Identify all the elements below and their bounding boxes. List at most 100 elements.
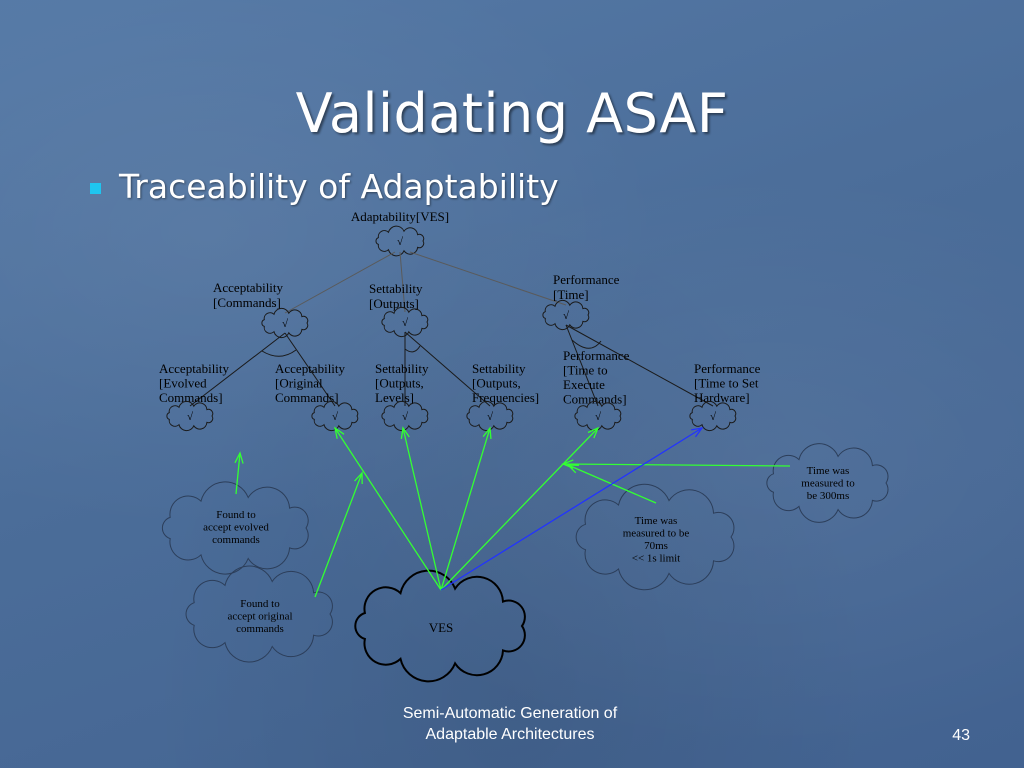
and-arc-performance (571, 339, 602, 349)
node-acceptability-commands-label-line-2: [Commands] (213, 295, 281, 310)
arrow-ves-to-levels (402, 427, 442, 591)
node-acceptability-evolved-check: √ (187, 411, 194, 423)
bullet-item: Traceability of Adaptability (90, 164, 559, 208)
evidence-evidence-300ms-cloud (766, 443, 889, 523)
evidence-evidence-evolved-cloud (161, 481, 309, 575)
node-performance-execute-label-line-3: Execute (563, 377, 605, 392)
node-acceptability-evolved-label-line-1: Acceptability (159, 361, 230, 376)
arrow-ves-to-frequencies-head (482, 426, 492, 440)
node-performance-hardware-check: √ (710, 411, 717, 423)
page-number: 43 (952, 727, 970, 744)
slide-title: Validating ASAF (295, 82, 729, 145)
evidence-evidence-70ms-label-line-2: measured to be (623, 528, 690, 540)
arrow-ves-to-hardware-head (691, 427, 704, 438)
node-performance-time-label-line-2: [Time] (553, 287, 589, 302)
node-settability-levels-label-line-2: [Outputs, (375, 376, 424, 391)
node-acceptability-original-label-line-2: [Original (275, 376, 323, 391)
root-cloud (375, 225, 425, 257)
node-performance-execute-label-line-4: Commands] (563, 392, 627, 407)
node-performance-hardware-cloud (689, 400, 737, 432)
node-acceptability-original-cloud (311, 400, 359, 432)
evidence-evidence-evolved-label-line-1: Found to (216, 509, 256, 521)
node-settability-levels-check: √ (402, 411, 409, 423)
ves-cloud (354, 569, 526, 683)
arrow-ves-to-levels-head (400, 426, 410, 439)
node-acceptability-original-label-line-3: Commands] (275, 390, 339, 405)
evidence-evidence-original-cloud (185, 565, 333, 663)
arrow-original-to-node (314, 472, 363, 598)
node-settability-outputs-label-line-2: [Outputs] (369, 296, 419, 311)
arrow-ves-to-original (334, 427, 442, 591)
footer-line-2: Adaptable Architectures (425, 726, 595, 743)
and-arc-settability (404, 345, 421, 353)
ves-label: VES (429, 620, 454, 635)
evidence-evidence-300ms-label-line-1: Time was (807, 465, 850, 477)
arrow-evolved-to-node (235, 452, 241, 495)
node-acceptability-commands-label-line-1: Acceptability (213, 280, 284, 295)
bullet-square-icon (90, 182, 101, 194)
node-performance-hardware-label-line-1: Performance (694, 361, 761, 376)
node-performance-execute-label-line-2: [Time to (563, 363, 608, 378)
evidence-evidence-300ms-label-line-2: measured to (801, 478, 855, 490)
arrow-ves-to-frequencies (440, 427, 491, 591)
arrow-evolved-to-node-head (234, 451, 244, 464)
node-settability-levels-label-line-3: Levels] (375, 390, 414, 405)
edge-acc-evolved (189, 332, 286, 407)
node-acceptability-commands-check: √ (282, 318, 289, 330)
edge-acc-original (284, 332, 336, 407)
arrow-ves-to-execute (440, 427, 599, 591)
node-performance-time-check: √ (563, 310, 570, 322)
arrow-ves-to-execute-head (587, 426, 600, 439)
edge-root-settability (399, 251, 406, 313)
arrow-original-to-node-head (354, 471, 363, 485)
arrow-ves-to-original-head (334, 426, 345, 439)
node-performance-hardware-label-line-2: [Time to Set (694, 376, 759, 391)
evidence-evidence-original-label-line-2: accept original (227, 611, 292, 623)
node-settability-frequencies-cloud (466, 400, 514, 432)
node-settability-frequencies-label-line-2: [Outputs, (472, 376, 521, 391)
node-performance-execute-cloud (574, 400, 622, 432)
node-settability-outputs-check: √ (402, 317, 409, 329)
evidence-evidence-300ms-label-line-3: be 300ms (807, 490, 849, 502)
node-acceptability-original-check: √ (332, 411, 339, 423)
node-acceptability-commands-cloud (261, 307, 309, 339)
evidence-evidence-original-label-line-3: commands (236, 623, 284, 635)
node-settability-levels-label-line-1: Settability (375, 361, 429, 376)
edge-root-performance (409, 251, 567, 306)
root-label: Adaptability[VES] (351, 209, 449, 224)
node-acceptability-original-label-line-1: Acceptability (275, 361, 346, 376)
edge-perf-execute (565, 324, 599, 407)
node-performance-time-cloud (542, 299, 590, 331)
arrow-300ms-to-link (562, 463, 791, 467)
footer-text: Semi-Automatic Generation of Adaptable A… (340, 703, 680, 745)
evidence-evidence-70ms-label-line-3: 70ms (644, 540, 668, 552)
evidence-evidence-70ms-label-line-1: Time was (635, 515, 678, 527)
node-settability-levels-cloud (381, 400, 429, 432)
node-acceptability-evolved-cloud (166, 400, 214, 432)
node-settability-frequencies-label-line-1: Settability (472, 361, 526, 376)
arrow-300ms-to-link-head (561, 459, 574, 469)
evidence-evidence-evolved-label-line-2: accept evolved (203, 522, 269, 534)
edge-set-frequencies (404, 331, 491, 407)
edge-root-acceptability (284, 251, 396, 314)
footer-line-1: Semi-Automatic Generation of (402, 705, 618, 722)
node-performance-execute-check: √ (595, 411, 602, 423)
arrow-ves-to-hardware (440, 427, 703, 591)
evidence-evidence-70ms-label-line-4: << 1s limit (632, 553, 680, 565)
node-settability-outputs-label-line-1: Settability (369, 281, 423, 296)
node-acceptability-evolved-label-line-2: [Evolved (159, 376, 207, 391)
node-performance-time-label-line-1: Performance (553, 272, 620, 287)
node-settability-outputs-cloud (381, 306, 429, 338)
node-settability-frequencies-check: √ (487, 411, 494, 423)
bullet-text: Traceability of Adaptability (119, 166, 559, 206)
evidence-evidence-original-label-line-1: Found to (240, 598, 280, 610)
node-acceptability-evolved-label-line-3: Commands] (159, 390, 223, 405)
evidence-evidence-70ms-cloud (575, 483, 735, 591)
arrow-70ms-to-link-head (566, 464, 580, 474)
root-check: √ (397, 236, 404, 248)
node-performance-execute-label-line-1: Performance (563, 348, 630, 363)
and-arc-acceptability (261, 349, 297, 357)
evidence-evidence-evolved-label-line-3: commands (212, 534, 260, 546)
